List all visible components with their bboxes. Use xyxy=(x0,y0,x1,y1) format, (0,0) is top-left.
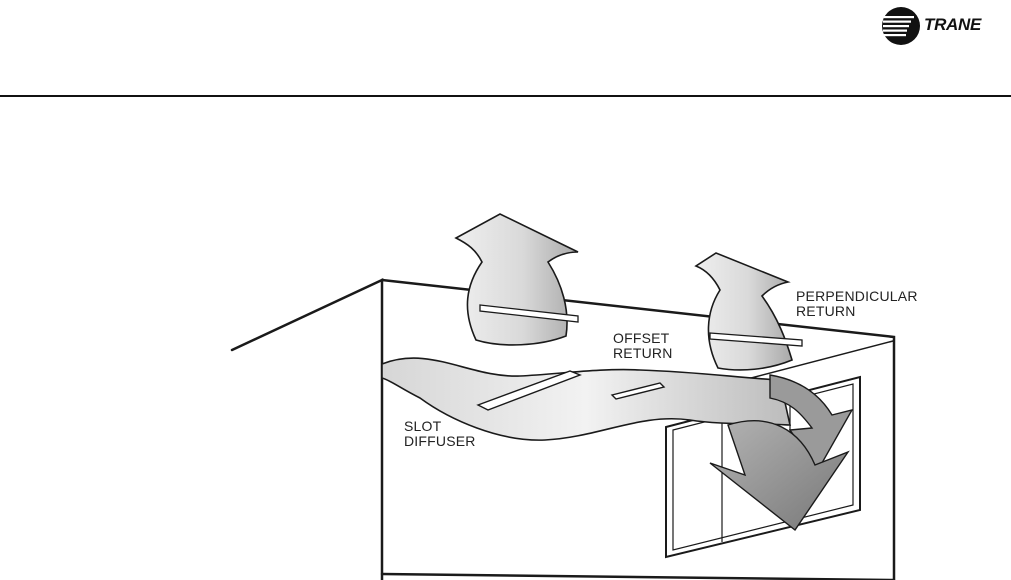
perpendicular-return-plume-right xyxy=(696,253,802,370)
label-offset-return-line1: OFFSET xyxy=(613,331,673,346)
label-slot-diffuser-line1: SLOT xyxy=(404,419,476,434)
label-slot-diffuser: SLOT DIFFUSER xyxy=(404,419,476,449)
label-perpendicular-return: PERPENDICULAR RETURN xyxy=(796,289,918,319)
label-slot-diffuser-line2: DIFFUSER xyxy=(404,434,476,449)
floor-line xyxy=(382,574,894,580)
label-perpendicular-return-line2: RETURN xyxy=(796,304,918,319)
label-offset-return: OFFSET RETURN xyxy=(613,331,673,361)
label-offset-return-line2: RETURN xyxy=(613,346,673,361)
label-perpendicular-return-line1: PERPENDICULAR xyxy=(796,289,918,304)
left-wall-ceiling-edge xyxy=(232,280,382,580)
perpendicular-return-plume-left xyxy=(456,214,578,345)
